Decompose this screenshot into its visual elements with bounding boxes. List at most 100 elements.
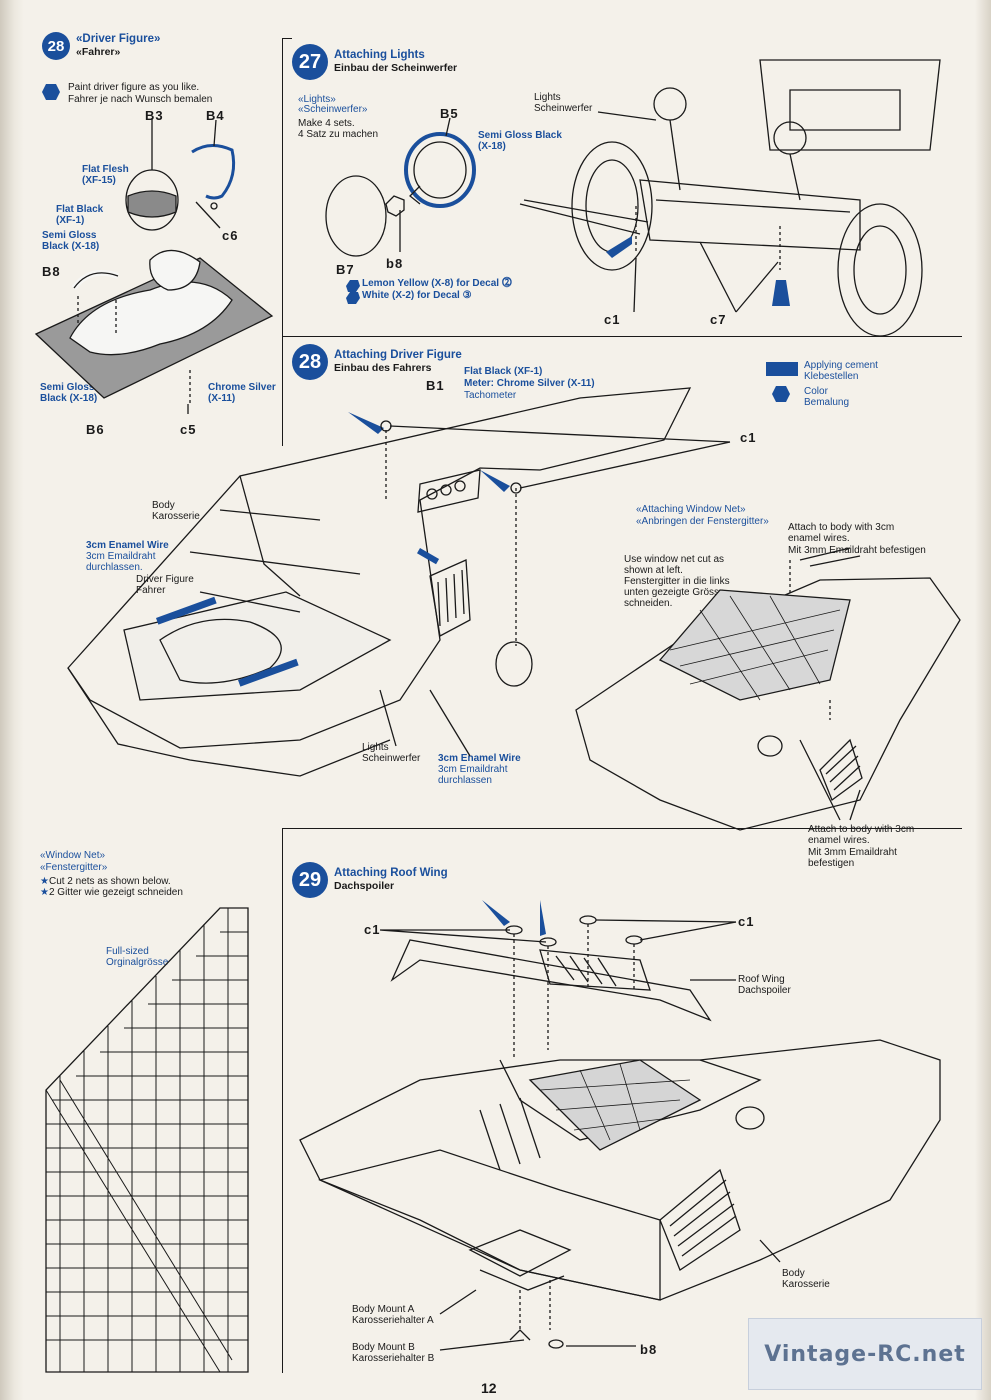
color-flat-black: Flat Black xyxy=(56,204,104,215)
enamel-wire-label: 3cm Enamel Wire xyxy=(86,540,169,551)
full-sized-de: Orginalgrösse xyxy=(106,957,169,968)
title-de: Einbau des Fahrers xyxy=(334,362,432,374)
make-sets-de: 4 Satz zu machen xyxy=(298,129,379,140)
part-b4: B4 xyxy=(206,108,225,123)
meter-label: Meter: Chrome Silver (X-11) xyxy=(464,378,595,389)
attach-net-title: «Attaching Window Net» xyxy=(636,504,746,515)
row-divider xyxy=(282,336,962,337)
paint-note: Paint driver figure as you like. xyxy=(68,82,200,93)
column-divider xyxy=(282,38,283,446)
step-29-header: 29 Attaching Roof Wing Dachspoiler xyxy=(292,862,448,898)
step-27-header: 27 Attaching Lights Einbau der Scheinwer… xyxy=(292,44,457,80)
attach-wire-4: enamel wires. xyxy=(808,835,870,846)
enamel-wire2-de2: durchlassen xyxy=(438,775,492,786)
part-c6: c6 xyxy=(222,228,239,243)
part-b8: B8 xyxy=(42,264,61,279)
lights-label: Lights xyxy=(534,92,561,103)
lights-label-de: Scheinwerfer xyxy=(534,103,593,114)
cut-note-de: ★2 Gitter wie gezeigt schneiden xyxy=(40,887,183,898)
paint-drop-icon xyxy=(42,84,60,100)
visor-drawing xyxy=(191,119,236,229)
part-b3: B3 xyxy=(145,108,164,123)
window-net-grid xyxy=(45,907,249,1373)
page-number: 12 xyxy=(481,1380,497,1396)
watermark-logo: Vintage-RC.net xyxy=(748,1318,982,1390)
legend-cement: Applying cement xyxy=(804,360,878,371)
attach-wire-de: Mit 3mm Emaildraht befestigen xyxy=(788,545,926,556)
driver-figure-label: Driver Figure xyxy=(136,574,194,585)
step-number: 27 xyxy=(292,44,328,80)
roof-wing-label: Roof Wing xyxy=(738,974,785,985)
driver-figure-de: Fahrer xyxy=(136,585,166,596)
window-net-body-drawing xyxy=(575,547,961,831)
part-c7: c7 xyxy=(710,312,727,327)
part-c5: c5 xyxy=(180,422,197,437)
use-net-2: shown at left. xyxy=(624,565,683,576)
column-divider-lower xyxy=(282,828,283,1373)
body-label-29-de: Karosserie xyxy=(782,1279,830,1290)
window-net-title: «Window Net» xyxy=(40,850,106,861)
part-c1-right: c1 xyxy=(740,430,757,445)
legend-color-de: Bemalung xyxy=(804,397,850,408)
part-b8-29: b8 xyxy=(640,1342,658,1357)
attach-wire-de3: befestigen xyxy=(808,858,855,869)
step-title: Attaching Driver Figure Einbau des Fahre… xyxy=(334,349,462,375)
attach-wire-1: Attach to body with 3cm xyxy=(788,522,895,533)
enamel-wire2-label: 3cm Enamel Wire xyxy=(438,753,521,764)
step-28b-header: 28 Attaching Driver Figure Einbau des Fa… xyxy=(292,344,462,380)
part-b7: B7 xyxy=(336,262,355,277)
divider-cap xyxy=(282,38,292,39)
legend-color: Color xyxy=(804,386,828,397)
part-b1: B1 xyxy=(426,378,445,393)
star-icon: ★ xyxy=(40,887,49,898)
color-flat-flesh-code: (XF-15) xyxy=(82,175,116,186)
cut-note: ★Cut 2 nets as shown below. xyxy=(40,876,171,887)
color-semi-gloss: Semi Gloss Black xyxy=(478,130,562,141)
attach-wire-2: enamel wires. xyxy=(788,533,850,544)
part-b6: B6 xyxy=(86,422,105,437)
lights-sub: «Lights» xyxy=(298,94,336,105)
watermark-text: Vintage-RC.net xyxy=(764,1341,966,1367)
light-parts-drawing xyxy=(325,117,476,304)
title-de: «Fahrer» xyxy=(76,46,121,58)
enamel-wire-de: 3cm Emaildraht xyxy=(86,551,156,562)
part-b8-small: b8 xyxy=(386,256,404,271)
enamel-wire2-de: 3cm Emaildraht xyxy=(438,764,508,775)
chassis-drawing xyxy=(519,59,941,337)
lights-bottom-label: Lights xyxy=(362,742,389,753)
body-label-29: Body xyxy=(782,1268,805,1279)
part-b5: B5 xyxy=(440,106,459,121)
color-semi-gloss-1: Semi Gloss xyxy=(42,230,97,241)
title-en: «Driver Figure» xyxy=(76,33,161,45)
part-c1: c1 xyxy=(604,312,621,327)
step-28-header: 28 «Driver Figure» «Fahrer» xyxy=(42,32,160,60)
color-semi-gloss-code: (X-18) xyxy=(478,141,506,152)
part-c1-left: c1 xyxy=(364,922,381,937)
step-title: Attaching Roof Wing Dachspoiler xyxy=(334,867,448,893)
lemon-yellow: Lemon Yellow (X-8) for Decal ⓶ xyxy=(362,278,512,289)
cut-note-text: Cut 2 nets as shown below. xyxy=(48,876,171,887)
use-net-de3: schneiden. xyxy=(624,598,673,609)
color-semi-gloss-2: Semi Gloss xyxy=(40,382,95,393)
color-flat-flesh: Flat Flesh xyxy=(82,164,129,175)
title-de: Einbau der Scheinwerfer xyxy=(334,62,458,74)
step-number: 28 xyxy=(292,344,328,380)
paint-note-de: Fahrer je nach Wunsch bemalen xyxy=(68,94,213,105)
attach-wire-3: Attach to body with 3cm xyxy=(808,824,915,835)
star-icon: ★ xyxy=(40,876,49,887)
enamel-wire-de2: durchlassen. xyxy=(86,562,143,573)
cement-swatch xyxy=(766,362,798,376)
color-semi-gloss-2b: Black (X-18) xyxy=(40,393,98,404)
attach-net-title-de: «Anbringen der Fenstergitter» xyxy=(636,516,769,527)
step-number: 29 xyxy=(292,862,328,898)
roof-wing-drawing xyxy=(299,900,941,1351)
body-label: Body xyxy=(152,500,175,511)
row-divider-lower xyxy=(282,828,962,829)
white-decal: White (X-2) for Decal ③ xyxy=(362,290,472,301)
body-shell-drawing xyxy=(67,387,731,777)
window-net-title-de: «Fenstergitter» xyxy=(40,862,108,873)
step-title: «Driver Figure» «Fahrer» xyxy=(76,33,160,59)
mount-a: Body Mount A xyxy=(352,1304,415,1315)
